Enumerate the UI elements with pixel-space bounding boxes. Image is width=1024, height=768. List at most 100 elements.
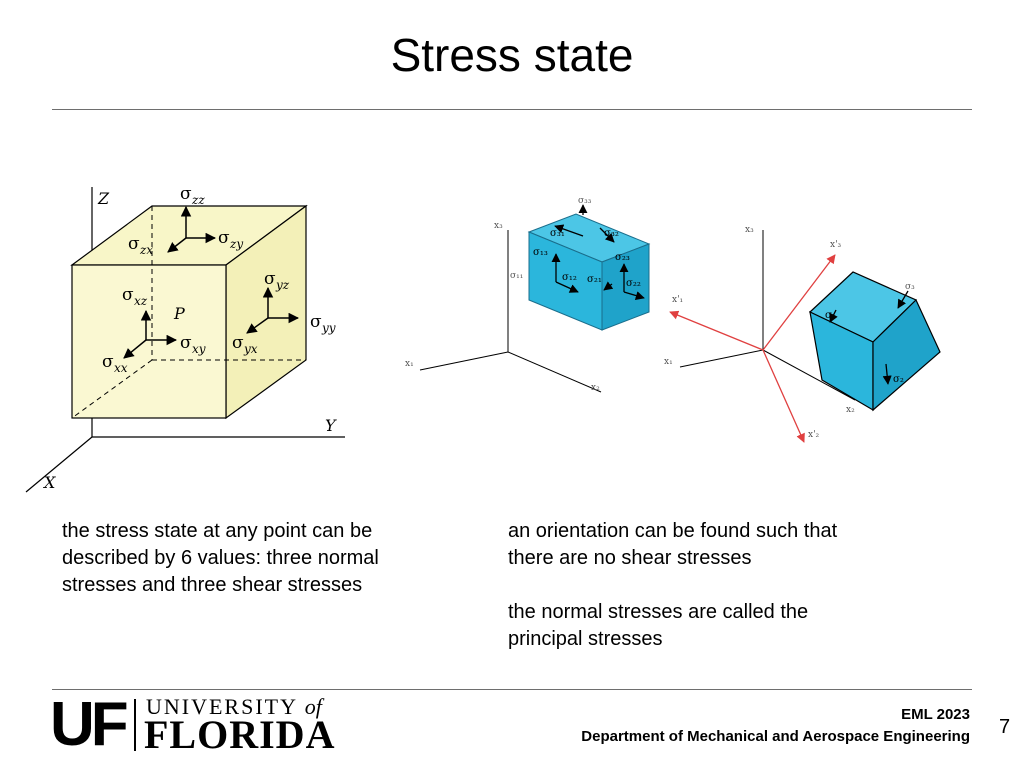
label-s23: σ₂₃ xyxy=(615,252,630,263)
svg-text:σ: σ xyxy=(122,285,134,305)
x2-axis-line xyxy=(507,351,602,393)
principal-axis-x1: x₁ xyxy=(664,357,673,367)
svg-text:xx: xx xyxy=(114,361,128,375)
principal-axis-x2p: x'₂ xyxy=(808,430,820,440)
label-s1: σ₁ xyxy=(825,310,836,321)
principal-stress-diagram: x₃ x₂ x₁ x'₃ x'₁ x'₂ σ₃ σ₁ σ₂ xyxy=(664,225,941,443)
arrow-s2 xyxy=(882,363,892,385)
right-description: an orientation can be found such that th… xyxy=(508,518,837,653)
svg-text:xz: xz xyxy=(134,294,148,308)
slide-title: Stress state xyxy=(390,29,634,81)
arrow-s32 xyxy=(599,227,615,243)
right-description-line: an orientation can be found such that xyxy=(508,520,838,542)
label-s11: σ₁₁ xyxy=(510,271,523,281)
department-name: Department of Mechanical and Aerospace E… xyxy=(581,728,970,745)
label-s21: σ₂₁ xyxy=(587,274,602,285)
right-description-line: there are no shear stresses xyxy=(508,547,752,569)
principal-axis-x2: x₂ xyxy=(846,405,855,415)
right-description-line: the normal stresses are called the xyxy=(508,601,809,623)
label-s12: σ₁₂ xyxy=(562,272,577,283)
svg-text:zz: zz xyxy=(191,193,205,207)
paragraph-spacer xyxy=(508,572,837,599)
arrow-s21 xyxy=(603,281,614,291)
label-s2: σ₂ xyxy=(893,374,904,385)
x1-axis-line xyxy=(419,351,509,371)
arrow-sigma-zx xyxy=(167,237,187,253)
rotated-x2-axis xyxy=(762,349,805,443)
page-number: 7 xyxy=(999,716,1011,738)
principal-axis-x3: x₃ xyxy=(745,225,754,235)
svg-text:σ: σ xyxy=(310,312,322,332)
arrow-s12 xyxy=(555,281,579,293)
label-s31: σ₃₁ xyxy=(550,228,565,239)
left-description-line: stresses and three shear stresses xyxy=(62,574,363,596)
left-description-line: described by 6 values: three normal xyxy=(62,547,379,569)
arrow-s3 xyxy=(897,290,909,309)
cube-front-face xyxy=(71,264,227,419)
svg-text:σ: σ xyxy=(180,333,192,353)
logo-uf-mark: UF xyxy=(50,690,129,759)
label-sigma-xy: σ xy xyxy=(180,333,206,356)
label-sigma-zz: σ zz xyxy=(180,184,205,207)
logo-university-text: UNIVERSITY of xyxy=(146,694,322,720)
logo-university-word: UNIVERSITY xyxy=(146,694,298,719)
arrow-sigma-yx xyxy=(246,317,269,334)
label-sigma-xx: σ xx xyxy=(102,352,128,375)
logo-divider xyxy=(134,699,136,751)
principal-x1-axis xyxy=(679,349,764,368)
svg-text:σ: σ xyxy=(180,184,192,204)
element-axis-x3: x₃ xyxy=(494,221,503,231)
cube-hidden-edge xyxy=(71,359,153,419)
arrow-sigma-xx xyxy=(123,339,147,359)
logo-florida-text: FLORIDA xyxy=(144,712,336,757)
label-sigma-yy: σ yy xyxy=(310,312,336,335)
stress-cube-diagram: Z Y X P σ zz σ zx σ zy σ xz σ yz σ xy σ xyxy=(25,184,345,493)
label-sigma-zx: σ zx xyxy=(128,234,153,257)
label-s22: σ₂₂ xyxy=(626,278,641,289)
label-s13: σ₁₃ xyxy=(533,247,548,258)
axis-label-y: Y xyxy=(325,416,337,435)
svg-text:σ: σ xyxy=(218,228,230,248)
rotated-x3-axis xyxy=(762,254,836,351)
label-s32: σ₃₂ xyxy=(604,228,619,239)
svg-text:σ: σ xyxy=(232,333,244,353)
svg-text:σ: σ xyxy=(128,234,140,254)
title-divider xyxy=(52,109,972,110)
x-axis-line xyxy=(25,436,93,493)
stress-element-diagram: x₃ x₂ x₁ σ₃₃ σ₃₁ σ₃₂ σ₁₃ σ₁₁ σ₁₂ σ₂₁ σ₂₃… xyxy=(405,196,651,393)
svg-text:σ: σ xyxy=(264,269,276,289)
label-sigma-yz: σ yz xyxy=(264,269,290,292)
footer-divider xyxy=(52,689,972,690)
point-label-p: P xyxy=(173,304,185,323)
rotated-x1-axis xyxy=(669,310,764,351)
arrow-s22 xyxy=(623,291,645,301)
svg-text:σ: σ xyxy=(102,352,114,372)
element-axis-x2: x₂ xyxy=(591,383,600,393)
svg-text:yy: yy xyxy=(321,321,336,335)
right-description-line: principal stresses xyxy=(508,628,663,650)
label-sigma-xz: σ xz xyxy=(122,285,148,308)
course-code: EML 2023 xyxy=(901,706,970,723)
axis-label-x: X xyxy=(42,473,56,492)
svg-text:zx: zx xyxy=(139,243,153,257)
svg-text:zy: zy xyxy=(229,237,243,251)
axis-label-z: Z xyxy=(97,189,110,208)
label-sigma-zy: σ zy xyxy=(218,228,243,251)
element-axis-x1: x₁ xyxy=(405,359,414,369)
arrow-s1 xyxy=(829,309,838,323)
principal-axis-x1p: x'₁ xyxy=(672,295,683,305)
arrow-s31 xyxy=(554,224,584,237)
principal-axis-x3p: x'₃ xyxy=(830,240,842,250)
label-s33: σ₃₃ xyxy=(578,196,592,206)
logo-of-word: of xyxy=(304,694,322,719)
element-side-face xyxy=(601,243,650,331)
svg-text:yx: yx xyxy=(243,342,258,356)
svg-text:yz: yz xyxy=(275,278,290,292)
label-sigma-yx: σ yx xyxy=(232,333,258,356)
svg-text:xy: xy xyxy=(192,342,206,356)
principal-x2-axis xyxy=(762,349,856,401)
label-s3: σ₃ xyxy=(905,282,915,292)
left-description: the stress state at any point can be des… xyxy=(62,518,379,599)
left-description-line: the stress state at any point can be xyxy=(62,520,373,542)
